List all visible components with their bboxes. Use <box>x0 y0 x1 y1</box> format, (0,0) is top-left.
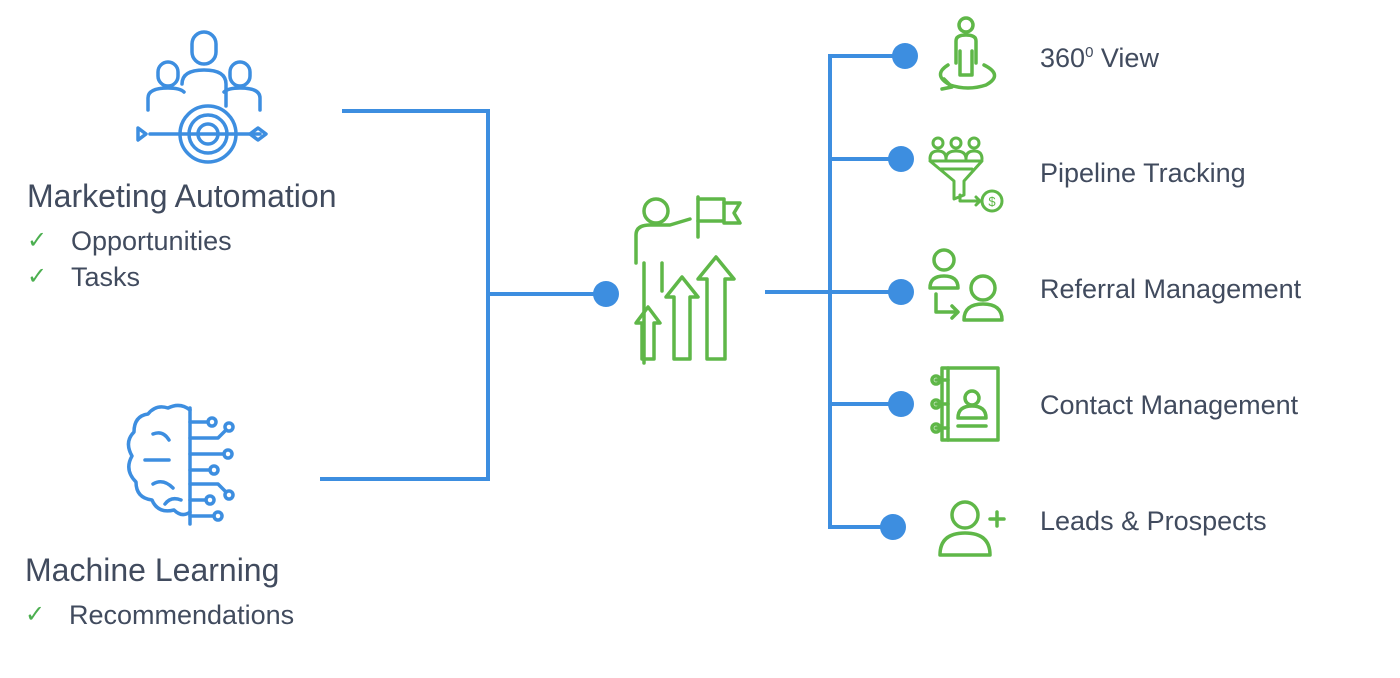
feature-label-leads-prospects: Leads & Prospects <box>1040 506 1267 536</box>
team-target-icon <box>136 30 268 164</box>
checkmark-icon: ✓ <box>27 227 48 254</box>
list-item: ✓ Opportunities <box>27 226 232 256</box>
list-item-label: Opportunities <box>71 226 232 256</box>
node-5 <box>880 514 906 540</box>
sales-funnel-icon: $ <box>928 136 1004 213</box>
user-referral-icon <box>928 248 1004 322</box>
add-user-icon <box>938 500 1006 557</box>
feature-label-pipeline-tracking: Pipeline Tracking <box>1040 158 1246 188</box>
contact-book-icon <box>930 366 1000 442</box>
person-rotate-icon <box>938 16 997 91</box>
feature-label-referral-management: Referral Management <box>1040 274 1302 304</box>
svg-text:$: $ <box>988 194 996 209</box>
list-item-label: Tasks <box>71 262 141 292</box>
node-2 <box>888 146 914 172</box>
feature-label-contact-management: Contact Management <box>1040 390 1299 420</box>
growth-leader-icon <box>634 195 742 365</box>
node-1 <box>892 43 918 69</box>
machine-learning-title: Machine Learning <box>25 552 280 588</box>
list-item-label: Recommendations <box>69 600 295 630</box>
node-3 <box>888 279 914 305</box>
node-4 <box>888 391 914 417</box>
list-item: ✓ Recommendations <box>25 600 294 630</box>
marketing-automation-title: Marketing Automation <box>27 178 337 214</box>
list-item: ✓ Tasks <box>27 262 140 292</box>
superscript: 0 <box>1085 44 1094 61</box>
checkmark-icon: ✓ <box>27 263 48 290</box>
checkmark-icon: ✓ <box>25 601 46 628</box>
feature-label-360-view: 3600 View <box>1040 43 1159 73</box>
node-center <box>593 281 619 307</box>
brain-circuit-icon <box>126 403 235 526</box>
